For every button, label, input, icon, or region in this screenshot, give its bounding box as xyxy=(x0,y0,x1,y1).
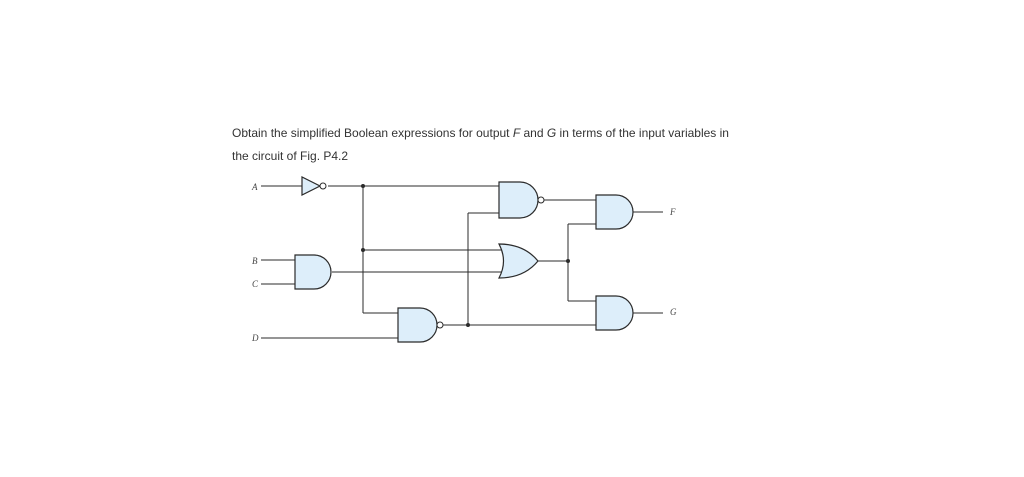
question-line-2: the circuit of Fig. P4.2 xyxy=(232,149,349,163)
question-post: in terms of the input variables in xyxy=(556,126,729,140)
question-pre: Obtain the simplified Boolean expression… xyxy=(232,126,513,140)
input-label-a: A xyxy=(251,182,258,192)
inversion-bubble xyxy=(319,182,327,190)
output-label-f: F xyxy=(669,207,676,217)
question-mid: and xyxy=(520,126,547,140)
input-label-b: B xyxy=(252,256,258,266)
input-label-d: D xyxy=(251,333,259,343)
junction-dot xyxy=(466,323,470,327)
or-gate xyxy=(498,243,539,279)
nand-gate-2 xyxy=(397,307,444,343)
junction-dot xyxy=(361,248,365,252)
not-gate-a xyxy=(301,176,327,196)
input-label-c: C xyxy=(252,279,259,289)
not-gate-body xyxy=(301,176,322,196)
var-f: F xyxy=(512,126,521,140)
nand-gate-1 xyxy=(498,181,545,219)
question-text: Obtain the simplified Boolean expression… xyxy=(232,122,832,168)
and-gate-g xyxy=(595,295,634,331)
output-label-g: G xyxy=(670,307,677,317)
inversion-bubble xyxy=(436,321,444,329)
nand-gate-body xyxy=(397,307,438,343)
and-gate-bc xyxy=(294,254,332,290)
question-line-1: Obtain the simplified Boolean expression… xyxy=(232,122,832,145)
junction-dot xyxy=(566,259,570,263)
and-gate-f xyxy=(595,194,634,230)
nand-gate-body xyxy=(498,181,539,219)
inversion-bubble xyxy=(537,196,545,204)
junction-dot xyxy=(361,184,365,188)
var-g: G xyxy=(546,126,557,140)
